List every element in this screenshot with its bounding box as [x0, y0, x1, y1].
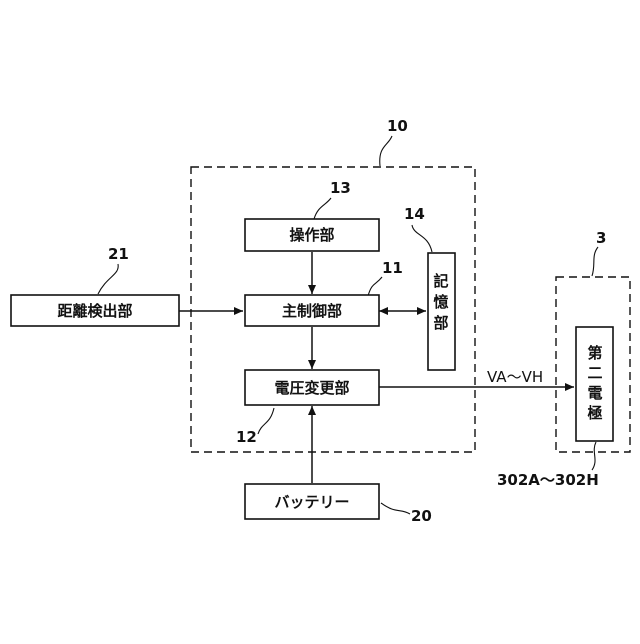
ref-main-control: 11 [382, 259, 403, 277]
battery-label: バッテリー [274, 493, 349, 511]
leader-voltage [258, 408, 274, 434]
voltage-changer-block: 電圧変更部 [245, 370, 379, 405]
ref-device: 10 [387, 117, 408, 135]
memory-block: 記憶部 [428, 253, 455, 370]
leader-main-control [368, 277, 382, 296]
main-control-label: 主制御部 [282, 302, 342, 320]
battery-block: バッテリー [245, 484, 379, 519]
second-electrode-block: 第二電極 [576, 327, 613, 441]
leader-memory [412, 225, 432, 252]
voltage-changer-label: 電圧変更部 [274, 379, 349, 397]
operation-label: 操作部 [289, 226, 334, 244]
main-control-block: 主制御部 [245, 295, 379, 326]
ref-battery: 20 [411, 507, 432, 525]
distance-detector-label: 距離検出部 [57, 302, 132, 320]
ref-voltage: 12 [236, 428, 257, 446]
leader-device [380, 136, 392, 166]
leader-electrode-range [592, 442, 596, 470]
operation-block: 操作部 [245, 219, 379, 251]
ref-memory: 14 [404, 205, 425, 223]
leader-distance [98, 264, 118, 294]
ref-operation: 13 [330, 179, 351, 197]
distance-detector-block: 距離検出部 [11, 295, 179, 326]
ref-distance: 21 [108, 245, 129, 263]
memory-label: 記憶部 [433, 272, 448, 332]
leader-operation [314, 198, 331, 219]
leader-electrode-group [592, 247, 598, 276]
ref-electrode-range: 302A～302H [497, 471, 599, 489]
ref-electrode-group: 3 [596, 229, 606, 247]
signal-label: VA～VH [487, 368, 543, 386]
leader-battery [381, 503, 410, 514]
